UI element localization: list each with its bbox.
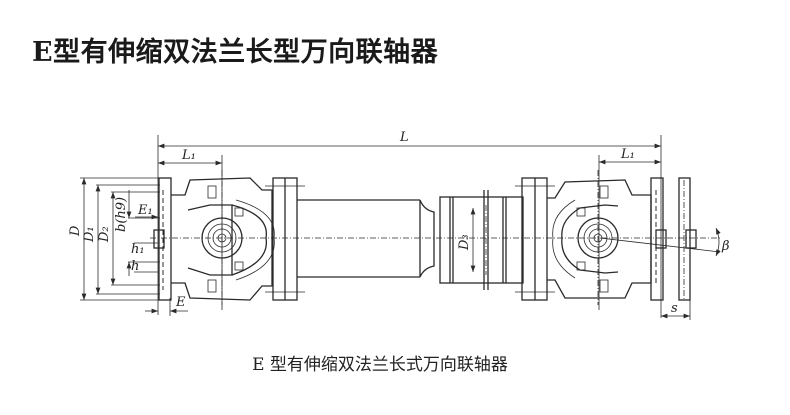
dimension-E1-h: E₁ h₁ h E [131,203,188,316]
left-flange [265,177,305,301]
deflected-plate [599,177,721,301]
label-beta: β [721,239,730,254]
label-h: h [131,259,139,274]
label-L: L [399,130,409,145]
page-title: E型有伸缩双法兰长型万向联轴器 [32,37,439,68]
dimension-D-group: D D₁ D₂ b(h9) [68,177,160,301]
figure-caption: E 型有伸缩双法兰长式万向联轴器 [252,355,508,375]
label-D2: D₂ [97,226,112,243]
label-s: s [671,301,678,316]
dimension-L1-left: L₁ [158,148,223,310]
right-flange [515,177,555,301]
label-E1: E₁ [137,203,153,218]
right-flange-plate [650,177,667,301]
intermediate-tube [297,199,435,278]
label-E: E [175,295,186,310]
label-D3: D₃ [457,234,472,251]
label-h1: h₁ [131,242,145,257]
label-L1-left: L₁ [181,148,196,163]
label-D: D [68,225,83,237]
left-universal-joint [171,170,275,305]
label-L1-right: L₁ [620,147,635,162]
dimension-L: L [157,130,662,318]
label-b-h9: b(h9) [114,197,129,232]
label-D1: D₁ [82,226,97,243]
left-flange-plate [153,177,172,301]
angle-beta: β [715,227,730,257]
spline-sleeve: D₃ [439,190,524,290]
dimension-s: s [661,300,691,320]
